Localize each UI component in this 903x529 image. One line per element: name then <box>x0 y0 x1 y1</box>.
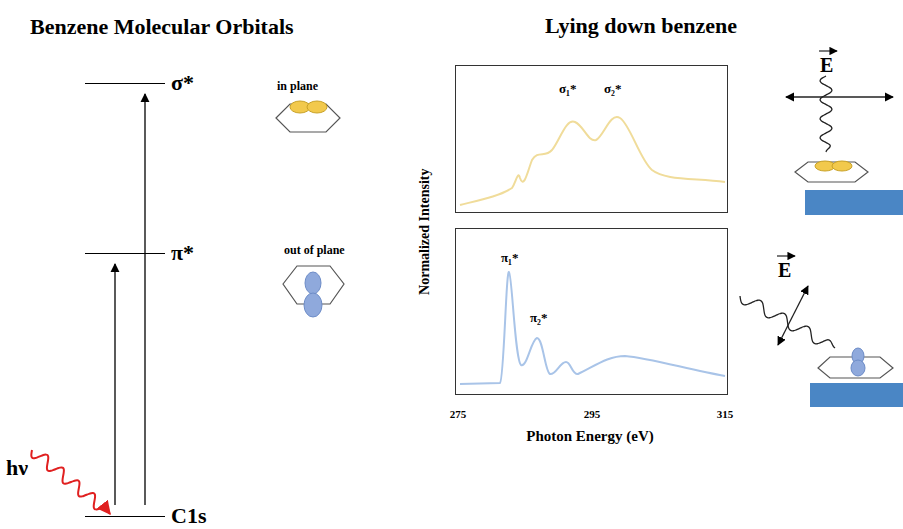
benzene-ring <box>795 162 868 182</box>
tick-label: 315 <box>717 408 734 420</box>
sigma-orbital-lobe <box>307 101 327 113</box>
energy-level: π* <box>85 242 194 264</box>
transition-arrow <box>114 264 115 505</box>
peak-label: σ₂* <box>604 82 621 96</box>
peak-label: π₁* <box>501 251 519 265</box>
field-vector-label: E <box>778 259 791 281</box>
vector-arrow <box>819 50 837 51</box>
heading: Benzene Molecular Orbitals <box>30 14 294 40</box>
level-label: σ* <box>171 72 194 94</box>
level-line <box>85 83 165 84</box>
field-vector-label: E <box>820 54 833 76</box>
energy-level: σ* <box>85 72 194 94</box>
substrate <box>810 383 903 407</box>
tick-label: 275 <box>450 408 467 420</box>
pi-orbital-lobe <box>305 272 321 294</box>
photon-wave <box>740 296 835 348</box>
polarization-arrow <box>778 286 808 345</box>
photon-wave <box>31 450 110 514</box>
level-label: C1s <box>171 505 206 527</box>
photon-wave <box>820 76 832 152</box>
level-label: π* <box>171 242 194 264</box>
pi-orbital-lobe <box>851 360 865 376</box>
heading: Lying down benzene <box>545 14 737 38</box>
substrate <box>805 190 903 215</box>
orbital-caption: out of plane <box>284 244 345 257</box>
tick-label: 295 <box>584 408 601 420</box>
level-line <box>85 516 165 517</box>
level-line <box>85 253 165 254</box>
axis-title: Normalized Intensity <box>416 169 431 295</box>
peak-label: π₂* <box>530 311 548 325</box>
vector-arrow <box>777 255 795 256</box>
pi-orbital-lobe <box>304 293 322 317</box>
benzene-ring <box>818 357 893 378</box>
transition-arrow <box>144 94 145 505</box>
spectrum-panel: π₁* π₂* <box>455 228 728 395</box>
peak-label: σ₁* <box>559 82 576 96</box>
sigma-orbital-lobe <box>832 161 852 171</box>
orbital-caption: in plane <box>277 80 318 93</box>
energy-level: C1s <box>85 505 206 527</box>
photon-label: hν <box>6 456 28 480</box>
sigma-spectrum <box>460 117 725 205</box>
axis-title: Photon Energy (eV) <box>526 428 654 445</box>
pi-spectrum <box>460 272 725 384</box>
polarization-arrow <box>786 96 893 97</box>
spectrum-panel: σ₁* σ₂* <box>455 65 728 213</box>
